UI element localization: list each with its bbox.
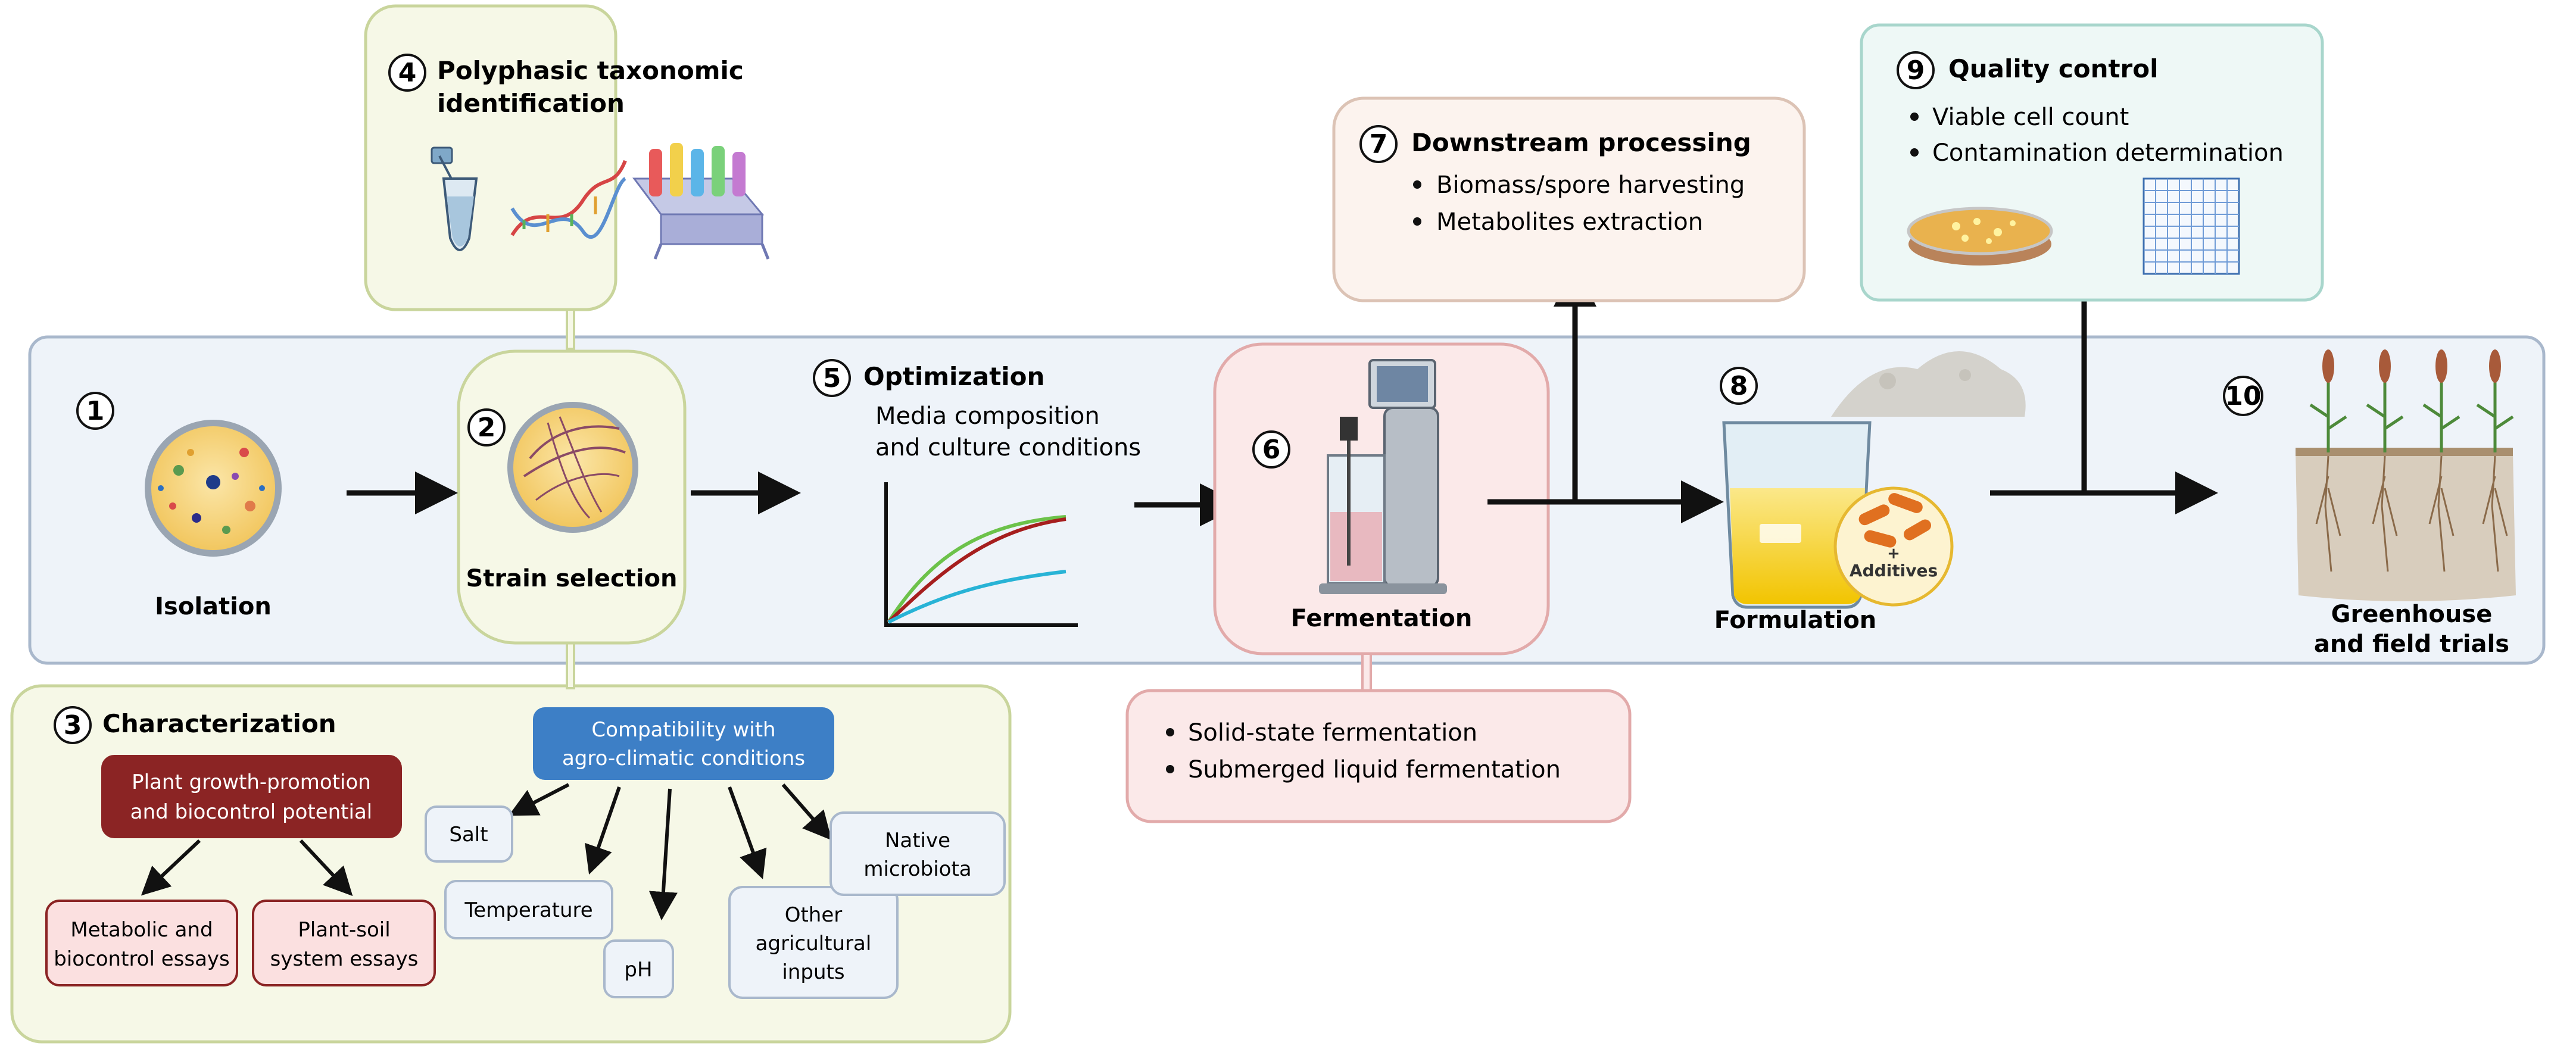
powder-pile-icon (1831, 351, 2026, 417)
taxonomic-identification-box (364, 4, 618, 311)
step-9-number: 9 (1907, 55, 1925, 86)
step-9-number-circle (1897, 51, 1935, 89)
other-line3: inputs (782, 960, 844, 984)
step-5-line2: and culture conditions (875, 434, 1141, 461)
bullet-dot (1413, 217, 1421, 226)
step-10-number-circle (2223, 376, 2263, 416)
compatibility-arrows (509, 783, 832, 920)
arrow-to-plant-soil (299, 839, 353, 897)
other-line1: Other (785, 903, 843, 927)
svg-text:+: + (1887, 545, 1900, 563)
quality-item-2: Contamination determination (1932, 139, 2284, 167)
step-5-number-circle (813, 359, 851, 397)
step-8-number-circle (1720, 367, 1758, 405)
native-line1: Native (885, 829, 950, 853)
plant-growth-line2: and biocontrol potential (130, 800, 373, 824)
plant-soil-line2: system essays (270, 947, 419, 971)
counting-chamber-grid-icon (2142, 177, 2240, 275)
ph-box (603, 939, 674, 998)
step-5-number: 5 (823, 363, 841, 394)
step-8-number: 8 (1730, 371, 1748, 401)
step-4-title-line2: identification (437, 89, 625, 118)
step-2-number-circle (467, 408, 506, 446)
step-6-number: 6 (1262, 435, 1281, 465)
metabolic-line1: Metabolic and (70, 918, 213, 942)
bullet-dot (1910, 148, 1919, 157)
step-4-number-circle (388, 54, 426, 92)
step-6-number-circle (1252, 430, 1290, 469)
compatibility-line1: Compatibility with (591, 718, 775, 742)
step-2-label: Strain selection (466, 565, 677, 592)
fermentation-types-box (1125, 689, 1632, 823)
connector-4-2 (566, 308, 575, 350)
salt-box (425, 805, 513, 863)
step-1-number-circle (76, 392, 114, 430)
step-5-title: Optimization (863, 362, 1044, 391)
step-5-line1: Media composition (875, 402, 1100, 430)
bioreactor-icon (1319, 359, 1447, 594)
ph-label: pH (624, 958, 652, 982)
plant-growth-line1: Plant growth-promotion (132, 770, 371, 794)
quality-item-1: Viable cell count (1932, 104, 2129, 131)
other-inputs-box (728, 886, 899, 999)
bullet-dot (1166, 728, 1174, 736)
step-3-number-circle (54, 706, 92, 744)
fermentation-type-1: Solid-state fermentation (1188, 719, 1477, 747)
bullet-dot (1166, 765, 1174, 773)
step-8-label: Formulation (1714, 607, 1877, 634)
native-line2: microbiota (863, 857, 971, 881)
step-7-number-circle (1359, 125, 1398, 163)
arrow-to-metabolic (141, 839, 201, 896)
step-2-number: 2 (478, 413, 496, 443)
additives-badge: + Additives (1833, 486, 1954, 607)
step-1-label: Isolation (155, 593, 272, 620)
compatibility-line2: agro-climatic conditions (562, 747, 805, 770)
step-3-title: Characterization (102, 709, 336, 738)
metabolic-essays-box (45, 900, 238, 986)
connector-6-types (1361, 652, 1372, 693)
step-6-label: Fermentation (1291, 605, 1473, 632)
downstream-item-1: Biomass/spore harvesting (1436, 171, 1745, 199)
plant-soil-essays-box (252, 900, 436, 986)
step-10-number: 10 (2225, 381, 2261, 411)
step-7-number: 7 (1370, 129, 1388, 160)
native-microbiota-box (829, 811, 1006, 896)
field-trial-plants-icon (2296, 349, 2516, 601)
temperature-box (444, 880, 613, 939)
downstream-item-2: Metabolites extraction (1436, 208, 1703, 236)
step-1-number: 1 (86, 396, 105, 426)
downstream-processing-box (1332, 96, 1806, 302)
salt-label: Salt (449, 823, 488, 847)
additives-label: Additives (1850, 561, 1938, 580)
colony-plate-icon (1907, 207, 2053, 266)
step-10-label-line1: Greenhouse (2331, 601, 2493, 628)
microtube-icon (431, 146, 478, 251)
beaker-icon (1722, 421, 1872, 609)
temperature-label: Temperature (464, 898, 592, 922)
petri-dish-colonies-icon (145, 420, 282, 557)
step-4-title-line1: Polyphasic taxonomic (437, 56, 744, 85)
tube-rack-icon (632, 143, 770, 260)
step-9-title: Quality control (1948, 54, 2159, 83)
dna-icon (510, 160, 627, 239)
step-4-number: 4 (398, 58, 417, 88)
metabolic-line2: biocontrol essays (54, 947, 230, 971)
growth-curves-chart-icon (884, 482, 1078, 627)
plant-growth-box (101, 755, 402, 838)
step-10-label-line2: and field trials (2314, 630, 2509, 658)
fermentation-type-2: Submerged liquid fermentation (1188, 756, 1561, 783)
step-7-title: Downstream processing (1411, 128, 1751, 157)
bullet-dot (1413, 180, 1421, 189)
other-line2: agricultural (756, 932, 872, 956)
plant-soil-line1: Plant-soil (298, 918, 390, 942)
compatibility-box (533, 707, 834, 780)
bullet-dot (1910, 113, 1919, 121)
step-3-number: 3 (64, 710, 82, 741)
streak-plate-icon (507, 402, 638, 533)
connector-2-3 (566, 636, 575, 689)
